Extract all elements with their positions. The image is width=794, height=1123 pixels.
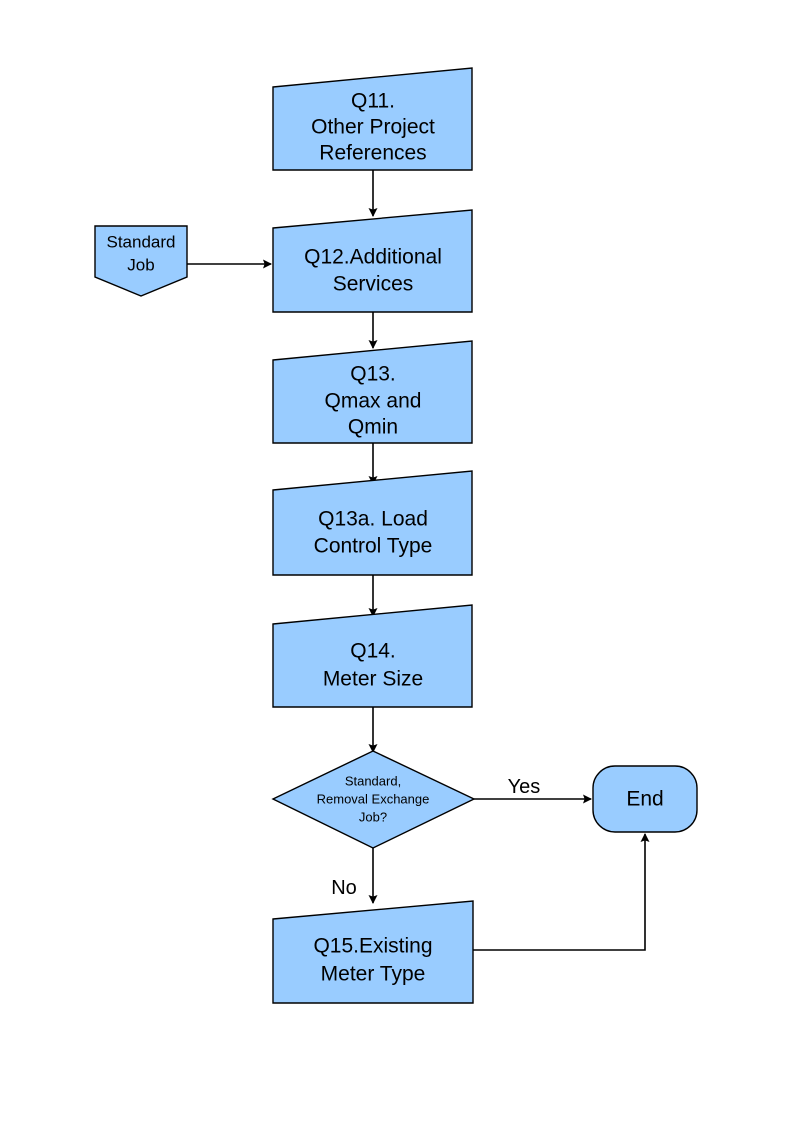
node-q13[interactable]: Q13. Qmax and Qmin [272, 340, 473, 444]
node-q15-line-2: Meter Type [321, 963, 426, 986]
node-q13-line-2: Qmax and [325, 390, 422, 413]
node-q12-line-2: Services [333, 273, 414, 296]
node-q13a-line-1: Q13a. Load [318, 508, 428, 531]
node-q11-line-2: Other Project [311, 116, 435, 139]
node-q13a-line-2: Control Type [314, 535, 433, 558]
node-q14-shape [272, 604, 473, 708]
node-end-label: End [626, 788, 663, 811]
node-q15[interactable]: Q15.Existing Meter Type [272, 900, 474, 1004]
node-q13-line-1: Q13. [350, 363, 396, 386]
node-standard-job-line-2: Job [127, 255, 154, 274]
node-q13a[interactable]: Q13a. Load Control Type [272, 470, 473, 576]
edge-label-yes: Yes [508, 776, 541, 798]
node-decision[interactable]: Standard, Removal Exchange Job? [271, 750, 476, 849]
connector-layer [187, 170, 650, 951]
node-standard-job-line-1: Standard [107, 232, 176, 251]
node-q14[interactable]: Q14. Meter Size [272, 604, 473, 708]
node-standard-job-shape [94, 225, 188, 297]
node-q11[interactable]: Q11. Other Project References [272, 67, 473, 171]
node-q14-line-2: Meter Size [323, 668, 423, 691]
node-q11-shape [272, 67, 473, 171]
node-q11-line-3: References [319, 142, 426, 165]
node-q11-line-1: Q11. [351, 90, 395, 113]
edge-label-no: No [331, 877, 357, 899]
node-decision-line-3: Job? [359, 809, 387, 824]
node-q14-line-1: Q14. [350, 640, 396, 663]
node-q15-shape [272, 900, 474, 1004]
node-q13-shape [272, 340, 473, 444]
node-q13-line-3: Qmin [348, 416, 398, 439]
edge-q15-to-end [473, 833, 650, 951]
node-q12-line-1: Q12.Additional [304, 246, 442, 269]
node-decision-line-2: Removal Exchange [317, 791, 430, 806]
node-decision-line-1: Standard, [345, 773, 401, 788]
node-end[interactable]: End [592, 765, 698, 833]
node-q12[interactable]: Q12.Additional Services [272, 209, 473, 313]
node-q12-shape [272, 209, 473, 313]
node-q13a-shape [272, 470, 473, 576]
node-end-shape [592, 765, 698, 833]
node-decision-shape [271, 750, 476, 849]
node-q15-line-1: Q15.Existing [313, 935, 432, 958]
node-standard-job[interactable]: Standard Job [94, 225, 188, 297]
